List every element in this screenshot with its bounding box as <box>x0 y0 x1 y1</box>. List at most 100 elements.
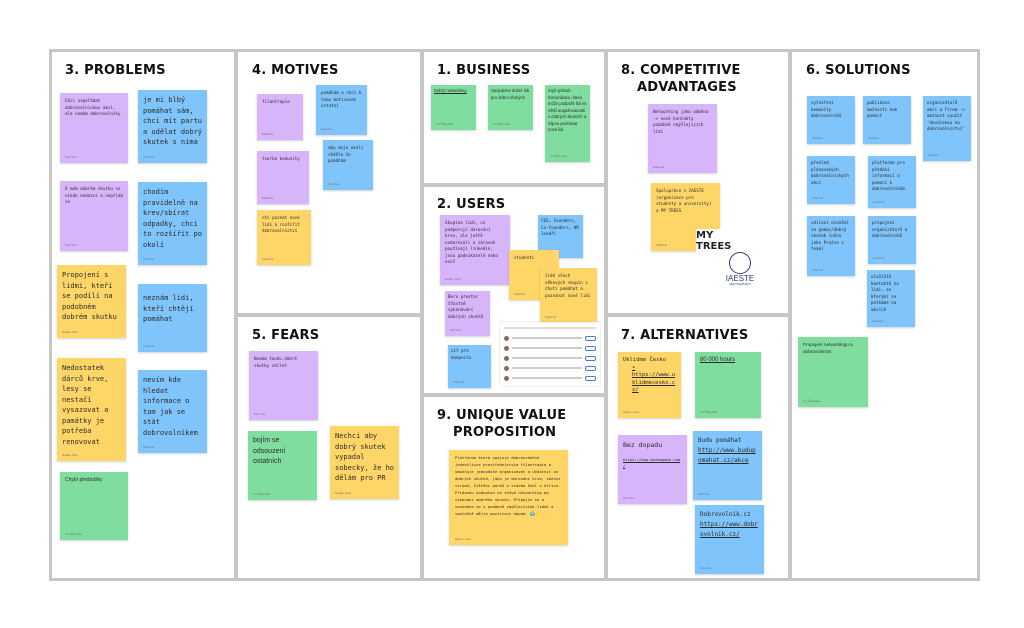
note-text: Nechci aby dobrý skutek vypadal sobecky,… <box>335 432 395 482</box>
section-title: 5. FEARS <box>252 328 320 343</box>
note-text: Propojení s lidmi, kteří se podílí na po… <box>62 271 117 321</box>
note-text: Uklidme Česko <box>623 357 667 363</box>
section-title: 4. MOTIVES <box>252 63 339 78</box>
note-text: uložiště kontaktů na lidi, se kterými se… <box>871 274 899 312</box>
note-link[interactable]: http://www.budupomahat.cz/akce <box>698 447 756 464</box>
note-text: studenti <box>514 255 535 260</box>
sticky-note[interactable]: přehled plánovaných dobrovolnických akcí… <box>807 156 855 204</box>
sticky-note[interactable]: organizátorů akcí a firem -> možnost vyu… <box>923 96 971 161</box>
note-text: CEO, Founders, Co-founders, HR leadři <box>541 218 579 236</box>
iaeste-seal-icon <box>729 252 751 274</box>
sticky-note[interactable]: sdílení ocenění za pomoc/dobrý skutek (n… <box>807 216 855 276</box>
sticky-note[interactable]: Beru prostor šťastné vykonávání dobrých … <box>445 291 490 336</box>
note-link[interactable]: https://www.dobrovolnik.cz/ <box>700 521 758 538</box>
sticky-note[interactable]: Skupina lidí, co podporují darování krve… <box>440 215 510 285</box>
note-author: Kateřina <box>656 243 668 247</box>
note-link[interactable]: • https://www.uklidmecesko.cz/ <box>623 365 676 395</box>
section-title: 1. BUSINESS <box>437 63 531 78</box>
note-author: Petr Sus <box>450 328 462 332</box>
sticky-note[interactable]: chodím pravidelně na krev/sbírat odpadky… <box>138 182 207 265</box>
sticky-note[interactable]: Platforma která spojuje dobrosrdečné jed… <box>449 450 568 545</box>
note-text: organizátorů akcí a firem -> možnost vyu… <box>927 100 965 131</box>
linkedin-screenshot-image <box>500 322 600 386</box>
section-title: ADVANTAGES <box>637 80 737 95</box>
note-text: neznám lidi, kteří chtějí pomáhat <box>143 294 194 323</box>
sticky-note[interactable]: lidé všech věkových skupin s chutí pomáh… <box>540 268 597 323</box>
note-author: Ivo Žaloudek <box>253 492 271 496</box>
note-text: přehled plánovaných dobrovolnických akcí <box>811 160 849 185</box>
iaeste-logo-subtext: CZECH REPUBLIC <box>729 283 751 286</box>
note-text: O mém dobrém skutku se nikdo nedozví a n… <box>65 186 123 204</box>
note-author: Kateřina <box>545 315 557 319</box>
note-author: Kateřina <box>872 319 884 323</box>
sticky-note[interactable]: Propojení s lidmi, kteří se podílí na po… <box>57 265 126 338</box>
note-author: Ivo Žaloudek <box>700 410 718 414</box>
section-competitive <box>608 52 788 313</box>
note-link[interactable]: Dobrý networking <box>434 88 467 93</box>
note-author: Kateřina <box>928 153 940 157</box>
sticky-note[interactable]: Dobrovolnik.cz https://www.dobrovolnik.cz… <box>695 505 764 574</box>
note-author: Kateřina <box>262 196 274 200</box>
note-author: Petr Sus <box>623 496 635 500</box>
sticky-note[interactable]: je mi blbý pomáhat sám, chci mít partu a… <box>138 90 207 163</box>
note-author: Kateřina <box>514 292 526 296</box>
sticky-note[interactable]: Nechci aby dobrý skutek vypadal sobecky,… <box>330 426 399 499</box>
note-link[interactable]: 80 000 hours <box>700 357 736 363</box>
link-text[interactable]: https://www.uklidmecesko.cz/ <box>632 372 676 393</box>
note-text: cit pro komunitu <box>451 348 472 360</box>
section-title: 8. COMPETITIVE <box>621 63 741 78</box>
section-title: PROPOSITION <box>453 425 557 440</box>
note-text: Nemám touhu dobré skutky sdílet <box>254 356 297 368</box>
sticky-note[interactable]: platforma pro předání informací o pomoci… <box>868 156 916 208</box>
note-text: Dobrovolnik.cz <box>700 511 751 518</box>
sticky-note[interactable]: nevím kde hledat informace o tom jak se … <box>138 370 207 453</box>
sticky-note[interactable]: Spolupráce s IAESTE (organizace pro stud… <box>651 183 720 251</box>
sticky-note[interactable]: Chci uspořádat dobrovolnickou akci, ale … <box>60 93 128 163</box>
note-author: Radek Jirsa <box>62 453 78 457</box>
note-author: Radim Jirsa <box>445 277 461 281</box>
note-text: je mi blbý pomáhat sám, chci mít partu a… <box>143 96 203 146</box>
note-text: pomáhám a chci k tomu motivovat ostatní <box>321 90 362 108</box>
note-text: lidé všech věkových skupin s chutí pomáh… <box>545 273 591 298</box>
sticky-note[interactable]: Networking jako odměna -> nové kontakty … <box>648 104 717 173</box>
note-author: Ivo Žaloudek <box>803 399 821 403</box>
sticky-note[interactable]: uložiště kontaktů na lidi, se kterými se… <box>867 270 915 327</box>
note-link[interactable]: https://www.bezdopadu.com/ <box>623 456 681 469</box>
sticky-note[interactable]: chi poznat nové lidi a rozšířit dobrovol… <box>257 210 311 265</box>
note-author: Kateřina <box>812 196 824 200</box>
note-text: nevím kde hledat informace o tom jak se … <box>143 376 198 437</box>
note-author: Kateřina <box>143 344 155 348</box>
note-text: platforma pro předání informací o pomoci… <box>872 160 905 191</box>
note-text: publikace možností kde pomoct <box>867 100 898 118</box>
sticky-note[interactable]: Nedostatek dárců krve, lesy se nestačí v… <box>57 358 126 461</box>
sticky-note[interactable]: O mém dobrém skutku se nikdo nedozví a n… <box>60 181 128 251</box>
iaeste-logo-text: IAESTE <box>725 274 755 283</box>
sticky-note[interactable]: Uklidme Česko • https://www.uklidmecesko.… <box>618 352 681 418</box>
note-author: Ivo Žaloudek <box>493 122 511 126</box>
note-author: Ivo Žaloudek <box>436 122 454 126</box>
sticky-note[interactable]: najít způsob komunikace, která může podp… <box>545 85 590 162</box>
note-author: Radek Jirsa <box>335 491 351 495</box>
section-title: 6. SOLUTIONS <box>806 63 911 78</box>
note-author: Kateřina <box>868 136 880 140</box>
note-text: sdílení ocenění za pomoc/dobrý skutek (n… <box>811 220 849 251</box>
